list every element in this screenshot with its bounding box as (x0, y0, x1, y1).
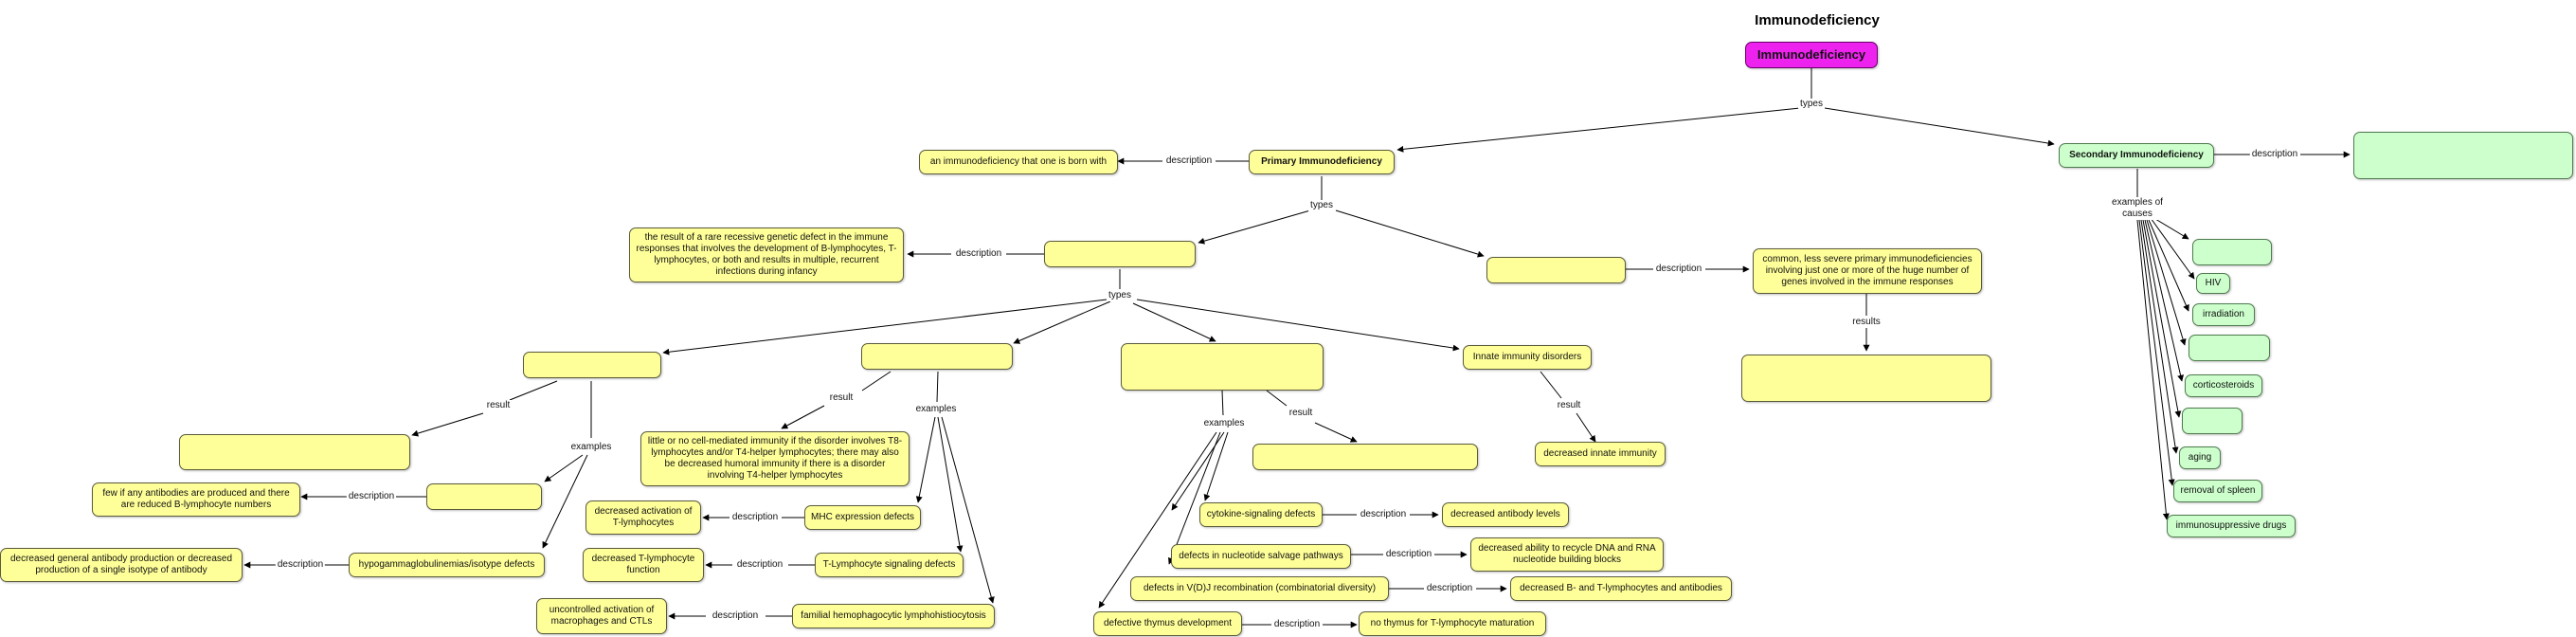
node-primary-immunodeficiency[interactable]: Primary Immunodeficiency (1249, 150, 1395, 174)
node-mild-result[interactable] (1741, 355, 1991, 402)
link-label-primary-description: description (1163, 155, 1215, 167)
node-t-cell-result[interactable]: little or no cell-mediated immunity if t… (640, 431, 910, 486)
link-label-combined-examples: examples (1201, 418, 1247, 429)
node-mhc-expression-defects[interactable]: MHC expression defects (804, 505, 921, 530)
node-cause-immunosuppressive-drugs[interactable]: immunosuppressive drugs (2167, 515, 2296, 537)
node-secondary-immunodeficiency[interactable]: Secondary Immunodeficiency (2059, 143, 2214, 168)
node-thymus-description[interactable]: no thymus for T-lymphocyte maturation (1359, 611, 1546, 636)
node-cause-6[interactable] (2182, 408, 2243, 434)
link-label-primary-types: types (1308, 200, 1335, 211)
link-label-fhl-description: description (710, 610, 761, 622)
node-b-cell-example[interactable] (426, 483, 542, 510)
link-label-mild-description: description (1653, 264, 1704, 275)
link-label-innate-result: result (1555, 400, 1583, 411)
link-label-vdj-description: description (1424, 583, 1475, 594)
node-t-lymphocyte-signaling-defects[interactable]: T-Lymphocyte signaling defects (815, 553, 964, 577)
link-label-b-result: result (484, 400, 513, 411)
node-mild-description[interactable]: common, less severe primary immunodefici… (1753, 248, 1982, 294)
link-label-examples-of-causes: examples of causes (2105, 197, 2170, 220)
node-cause-corticosteroids[interactable]: corticosteroids (2185, 374, 2262, 397)
node-combined-result[interactable] (1252, 444, 1478, 470)
node-vdj-description[interactable]: decreased B- and T-lymphocytes and antib… (1510, 576, 1732, 601)
link-label-mild-results: results (1850, 317, 1882, 328)
link-label-mhc-description: description (730, 512, 781, 523)
link-label-combined-result: result (1287, 408, 1315, 419)
node-t-lymphocyte-signaling-description[interactable]: decreased T-lymphocyte function (583, 548, 704, 582)
node-innate-result[interactable]: decreased innate immunity (1535, 442, 1666, 466)
link-label-thymus-description: description (1271, 619, 1323, 630)
node-b-cell-result[interactable] (179, 434, 410, 470)
node-nucleotide-salvage-defects[interactable]: defects in nucleotide salvage pathways (1171, 544, 1351, 569)
node-immunodeficiency[interactable]: Immunodeficiency (1745, 42, 1878, 68)
link-label-nucleotide-description: description (1383, 549, 1434, 560)
node-scid-description[interactable]: the result of a rare recessive genetic d… (629, 228, 904, 282)
link-label-root-types: types (1798, 99, 1825, 110)
node-mhc-description[interactable]: decreased activation of T-lymphocytes (585, 500, 701, 535)
node-defective-thymus-development[interactable]: defective thymus development (1093, 611, 1242, 636)
node-nucleotide-description[interactable]: decreased ability to recycle DNA and RNA… (1470, 537, 1664, 572)
link-label-scid-description: description (953, 248, 1004, 260)
link-label-tls-description: description (734, 559, 785, 571)
link-label-t-examples: examples (913, 404, 959, 415)
node-vdj-recombination-defects[interactable]: defects in V(D)J recombination (combinat… (1130, 576, 1389, 601)
link-label-t-result: result (827, 392, 856, 404)
link-label-hypo-description: description (275, 559, 326, 571)
node-cause-4[interactable] (2189, 335, 2270, 361)
link-label-secondary-description: description (2249, 149, 2300, 160)
node-cytokine-signaling-defects[interactable]: cytokine-signaling defects (1199, 502, 1323, 527)
node-cause-hiv[interactable]: HIV (2196, 273, 2230, 294)
link-label-scid-types: types (1107, 290, 1133, 301)
node-b-cell-disorders[interactable] (523, 352, 661, 378)
node-mild-immunodeficiency[interactable] (1486, 257, 1626, 283)
node-secondary-description[interactable] (2353, 132, 2573, 179)
node-t-cell-disorders[interactable] (861, 343, 1013, 370)
node-hypogammaglobulinemias-description[interactable]: decreased general antibody production or… (0, 548, 243, 582)
node-cytokine-description[interactable]: decreased antibody levels (1442, 502, 1569, 527)
node-cause-removal-of-spleen[interactable]: removal of spleen (2173, 480, 2262, 502)
node-cause-irradiation[interactable]: irradiation (2192, 303, 2255, 326)
node-primary-description[interactable]: an immunodeficiency that one is born wit… (919, 150, 1118, 174)
node-combined-disorders[interactable] (1121, 343, 1324, 391)
node-scid[interactable] (1044, 241, 1196, 267)
node-familial-hemophagocytic-lymphohistiocytosis[interactable]: familial hemophagocytic lymphohistiocyto… (792, 604, 995, 628)
node-fhl-description[interactable]: uncontrolled activation of macrophages a… (536, 598, 667, 634)
link-label-b-example-description: description (346, 491, 397, 502)
link-label-cytokine-description: description (1358, 509, 1409, 520)
node-b-cell-example-description[interactable]: few if any antibodies are produced and t… (92, 482, 300, 517)
node-innate-immunity-disorders[interactable]: Innate immunity disorders (1463, 345, 1592, 370)
link-label-b-examples: examples (568, 442, 614, 453)
node-hypogammaglobulinemias[interactable]: hypogammaglobulinemias/isotype defects (349, 553, 545, 577)
node-cause-aging[interactable]: aging (2179, 446, 2221, 469)
node-cause-1[interactable] (2192, 239, 2272, 265)
diagram-title: Immunodeficiency (1755, 12, 1880, 28)
